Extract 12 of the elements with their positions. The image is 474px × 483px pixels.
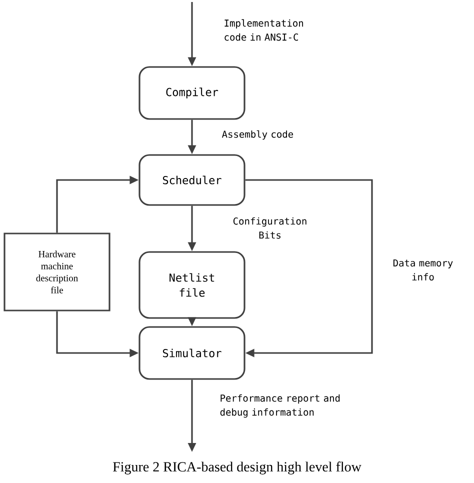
process-box: Compiler — [138, 66, 246, 120]
edge-label: Implementation code in ANSI-C — [224, 19, 304, 41]
edge-label: Configuration Bits — [233, 217, 306, 239]
edge-label: Performance report and debug information — [220, 394, 340, 418]
file-box: Hardware machine description file — [4, 232, 110, 312]
edge-label: Assembly code — [222, 130, 294, 140]
process-box: Netlist file — [138, 251, 246, 319]
edge-label: Data memory info — [393, 259, 453, 281]
process-box: Simulator — [138, 326, 246, 380]
caption: Figure 2 RICA-based design high level flow — [112, 462, 362, 474]
arrow — [245, 179, 373, 358]
process-box: Scheduler — [138, 154, 246, 206]
